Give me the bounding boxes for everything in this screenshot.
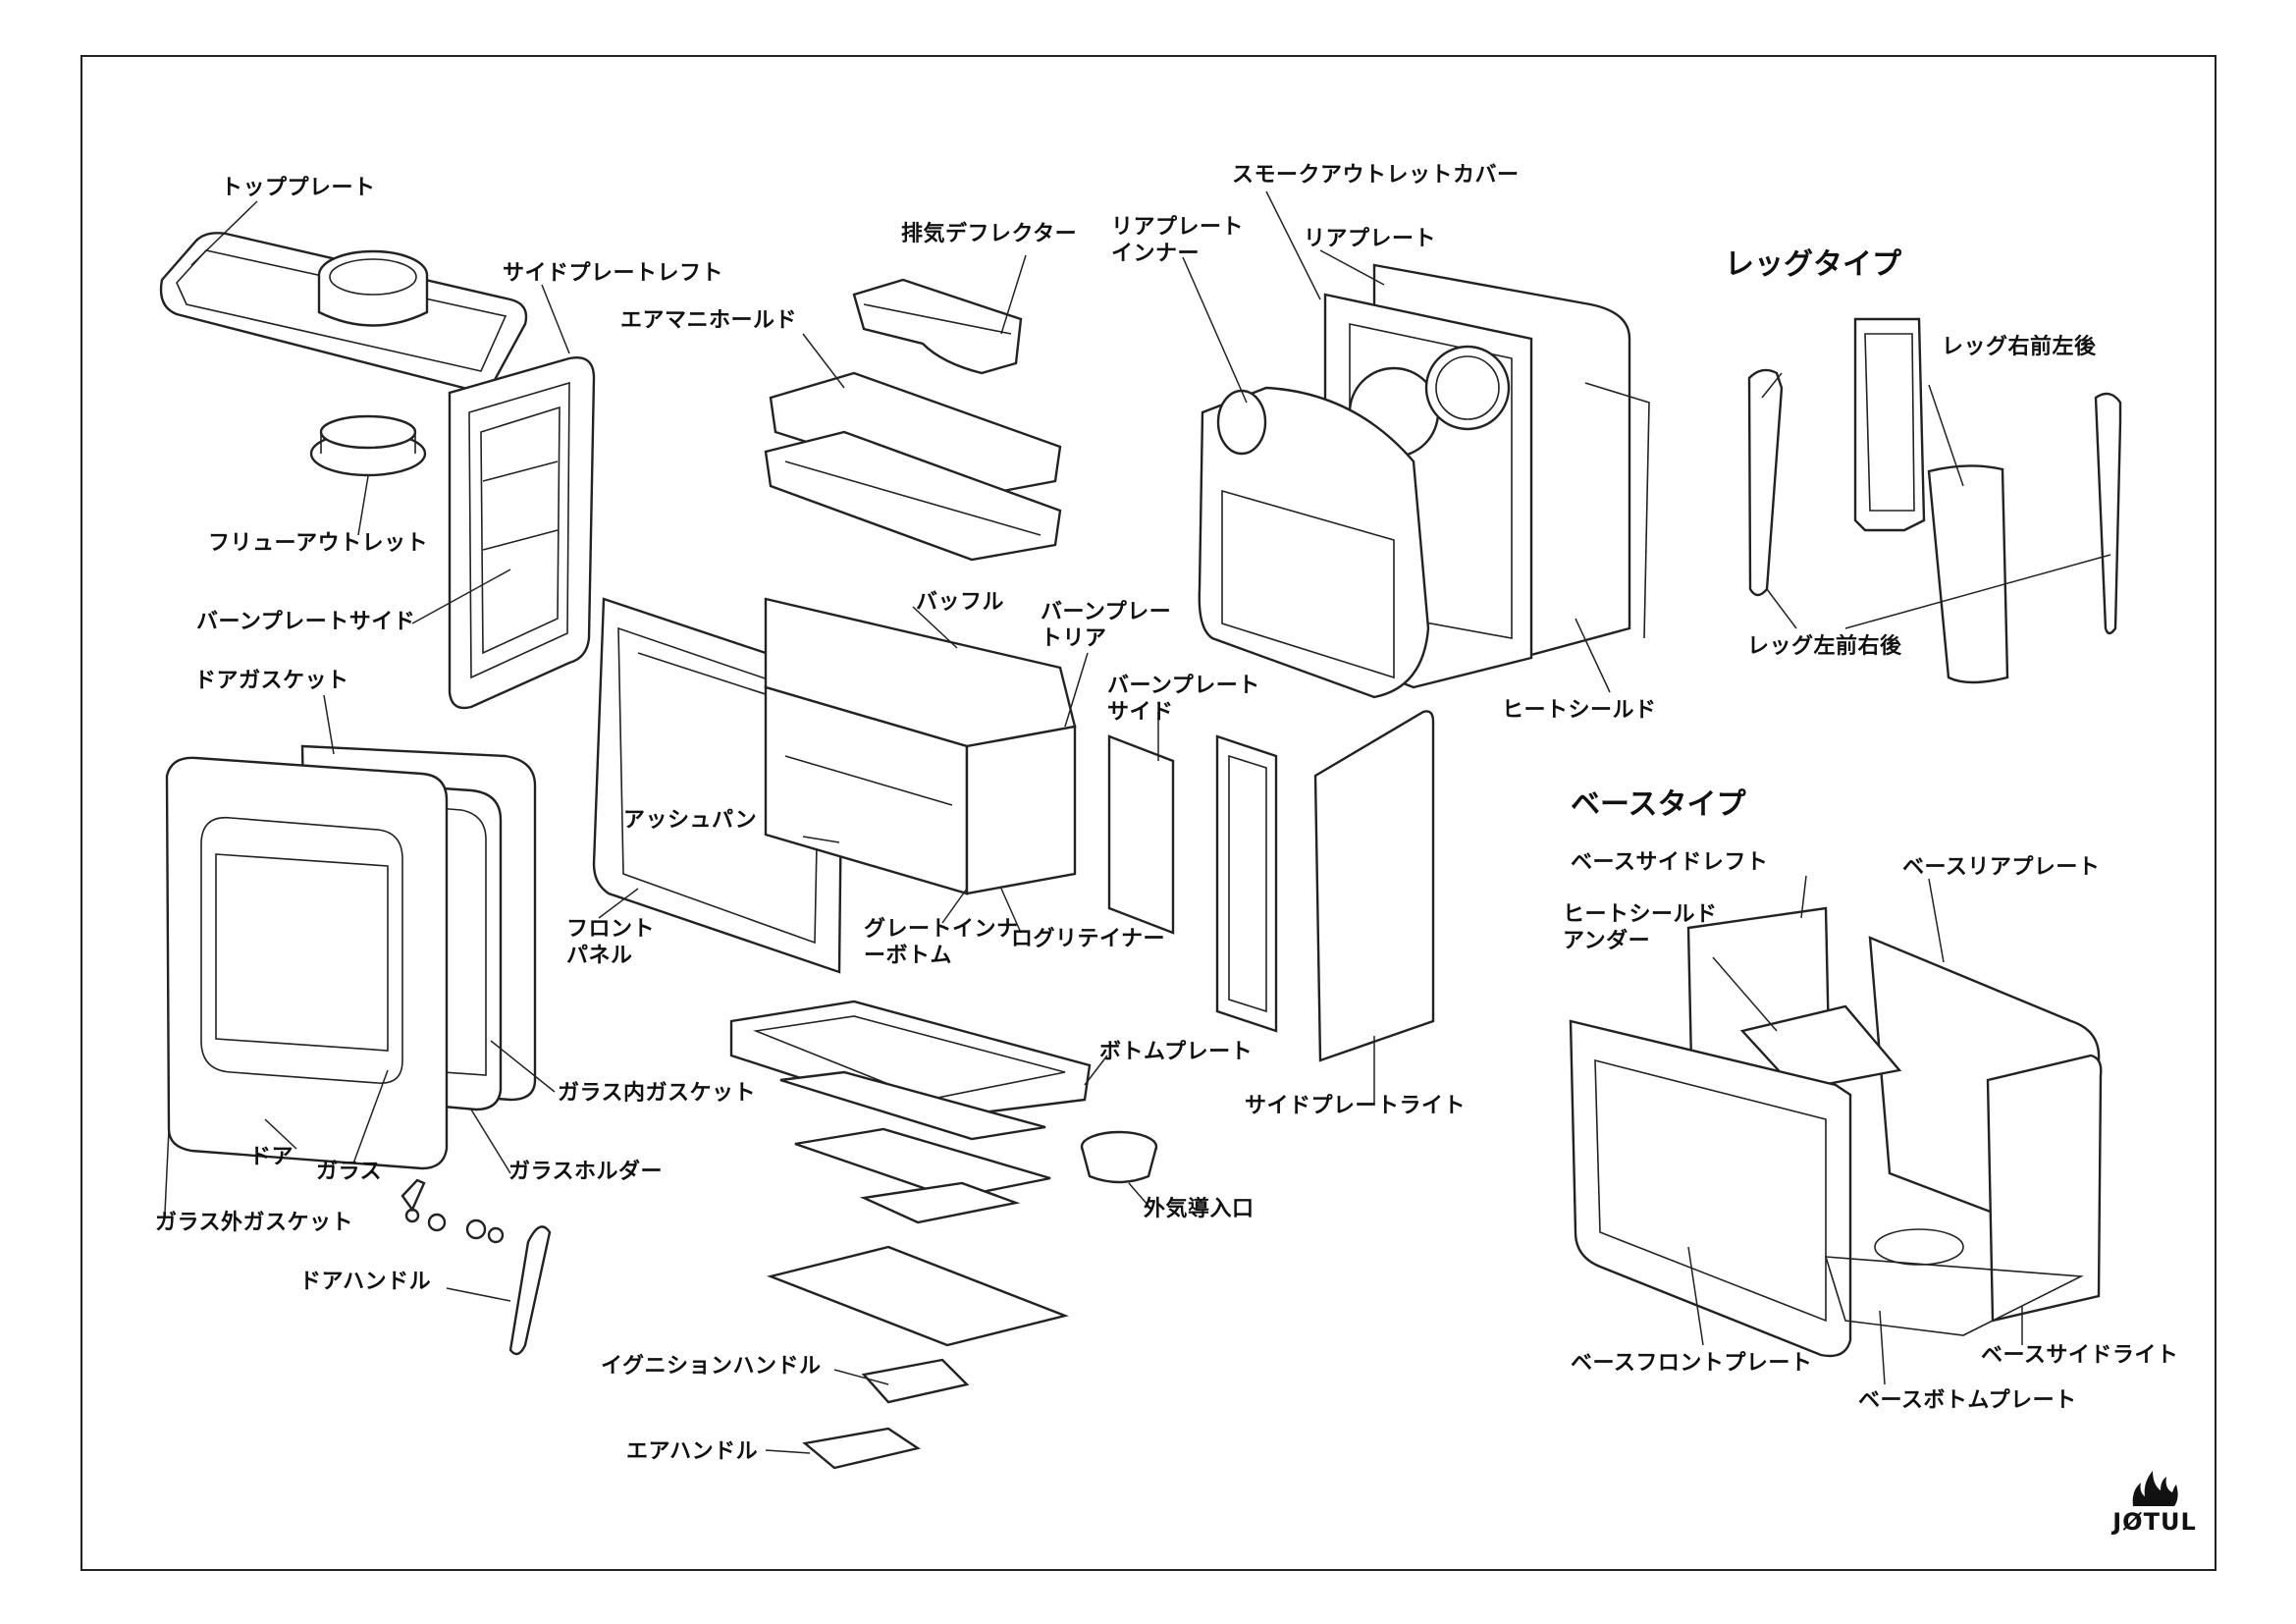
grate-part bbox=[779, 1070, 1046, 1141]
burn-plate-side-right-part bbox=[1107, 734, 1175, 935]
base-type-title: ベースタイプ bbox=[1571, 787, 1746, 822]
label-ignition-handle: イグニションハンドル bbox=[601, 1354, 822, 1379]
leg-type-title: レッグタイプ bbox=[1725, 247, 1901, 282]
label-base-side-right: ベースサイドライト bbox=[1981, 1343, 2179, 1368]
flue-outlet-part bbox=[309, 414, 427, 477]
drawing-frame bbox=[80, 55, 2216, 1571]
label-side-plate-right: サイドプレートライト bbox=[1245, 1094, 1467, 1118]
label-log-retainer: ログリテイナー bbox=[1011, 927, 1166, 951]
rear-plate-inner-part bbox=[1198, 386, 1430, 699]
log-retainer-part bbox=[1215, 734, 1278, 1033]
top-plate-part bbox=[159, 232, 528, 392]
brand-name: JØTUL bbox=[2112, 1508, 2197, 1536]
label-front-panel: フロント パネル bbox=[566, 916, 655, 969]
label-burn-plate-side-right-line1: バーンプレート bbox=[1107, 674, 1260, 698]
label-base-bottom-plate: ベースボトムプレート bbox=[1858, 1388, 2077, 1413]
label-flue-outlet: フリューアウトレット bbox=[208, 531, 429, 556]
label-rear-plate: リアプレート bbox=[1304, 227, 1437, 251]
label-smoke-outlet-cover: スモークアウトレットカバー bbox=[1232, 163, 1520, 188]
label-glass-inner-gasket: ガラス内ガスケット bbox=[558, 1081, 757, 1106]
label-bottom-plate: ボトムプレート bbox=[1099, 1040, 1254, 1064]
label-door: ドア bbox=[249, 1145, 294, 1169]
outside-air-inlet-part bbox=[1080, 1130, 1158, 1184]
label-side-plate-left: サイドプレートレフト bbox=[503, 261, 724, 286]
door-handle-part bbox=[400, 1178, 552, 1356]
label-front-panel-line2: パネル bbox=[566, 944, 633, 968]
label-base-side-left: ベースサイドレフト bbox=[1571, 850, 1769, 875]
label-glass-holder: ガラスホルダー bbox=[508, 1160, 664, 1184]
label-exhaust-deflector: 排気デフレクター bbox=[901, 222, 1078, 246]
door-part bbox=[165, 756, 449, 1170]
label-burn-plate-side-right-line2: サイド bbox=[1107, 700, 1174, 725]
label-base-front-plate: ベースフロントプレート bbox=[1571, 1351, 1813, 1376]
label-rear-plate-inner: リアプレート インナー bbox=[1111, 214, 1244, 267]
bottom-plate-part bbox=[729, 1000, 1092, 1121]
baffle-part bbox=[764, 597, 1077, 895]
label-baffle: バッフル bbox=[916, 590, 1005, 615]
label-base-rear-plate: ベースリアプレート bbox=[1902, 855, 2101, 880]
label-rear-plate-inner-line2: インナー bbox=[1111, 242, 1201, 266]
label-leg-right-front-left-rear: レッグ右前左後 bbox=[1942, 335, 2097, 359]
side-plate-right-part bbox=[1313, 710, 1435, 1062]
leg-part-2 bbox=[1853, 317, 1926, 532]
label-heat-shield: ヒートシールド bbox=[1502, 698, 1657, 723]
label-glass: ガラス bbox=[316, 1160, 383, 1184]
label-door-gasket: ドアガスケット bbox=[194, 669, 349, 693]
label-air-manifold: エアマニホールド bbox=[620, 308, 798, 333]
label-leg-left-front-right-rear: レッグ左前右後 bbox=[1747, 634, 1902, 659]
leg-part-3 bbox=[1927, 464, 2009, 684]
label-top-plate: トッププレート bbox=[221, 176, 376, 200]
label-burn-plate-side-left: バーンプレートサイド bbox=[196, 610, 416, 634]
label-heat-shield-under-line1: ヒートシールド bbox=[1563, 902, 1718, 927]
heat-shield-part bbox=[1584, 382, 1650, 639]
base-side-right-part bbox=[1986, 1054, 2103, 1323]
label-glass-outer-gasket: ガラス外ガスケット bbox=[155, 1211, 354, 1235]
label-door-handle: ドアハンドル bbox=[299, 1270, 432, 1294]
label-grate-inner-bottom-line2: ーボトム bbox=[864, 944, 953, 968]
label-burn-plate-side-right: バーンプレート サイド bbox=[1107, 673, 1260, 726]
label-grate-inner-bottom-line1: グレートインナ bbox=[864, 917, 1019, 942]
label-burn-plate-rear-line1: バーンプレー bbox=[1041, 600, 1172, 624]
label-outside-air-inlet: 外気導入口 bbox=[1144, 1197, 1255, 1221]
base-front-plate-part bbox=[1569, 1019, 1852, 1358]
leg-part-4 bbox=[2094, 392, 2122, 635]
leg-part-1 bbox=[1747, 368, 1784, 597]
label-air-handle: エアハンドル bbox=[626, 1439, 759, 1464]
side-plate-left-part bbox=[448, 356, 596, 710]
air-manifold-part bbox=[764, 371, 1062, 562]
brand-logo: JØTUL bbox=[2110, 1469, 2199, 1536]
label-heat-shield-under-line2: アンダー bbox=[1563, 929, 1651, 953]
leader-lines bbox=[164, 190, 2111, 1454]
label-burn-plate-rear-line2: トリア bbox=[1041, 626, 1107, 651]
label-rear-plate-inner-line1: リアプレート bbox=[1111, 215, 1245, 240]
base-bottom-plate-part bbox=[1824, 1228, 2084, 1336]
label-front-panel-line1: フロント bbox=[566, 917, 656, 942]
plate-stack-part bbox=[767, 1127, 1069, 1470]
exhaust-deflector-part bbox=[852, 278, 1023, 375]
label-burn-plate-rear: バーンプレー トリア bbox=[1041, 599, 1171, 652]
label-ash-pan: アッシュパン bbox=[623, 808, 758, 833]
label-grate-inner-bottom: グレートインナ ーボトム bbox=[864, 916, 1019, 969]
label-heat-shield-under: ヒートシールド アンダー bbox=[1563, 901, 1718, 954]
flame-icon bbox=[2132, 1471, 2178, 1506]
